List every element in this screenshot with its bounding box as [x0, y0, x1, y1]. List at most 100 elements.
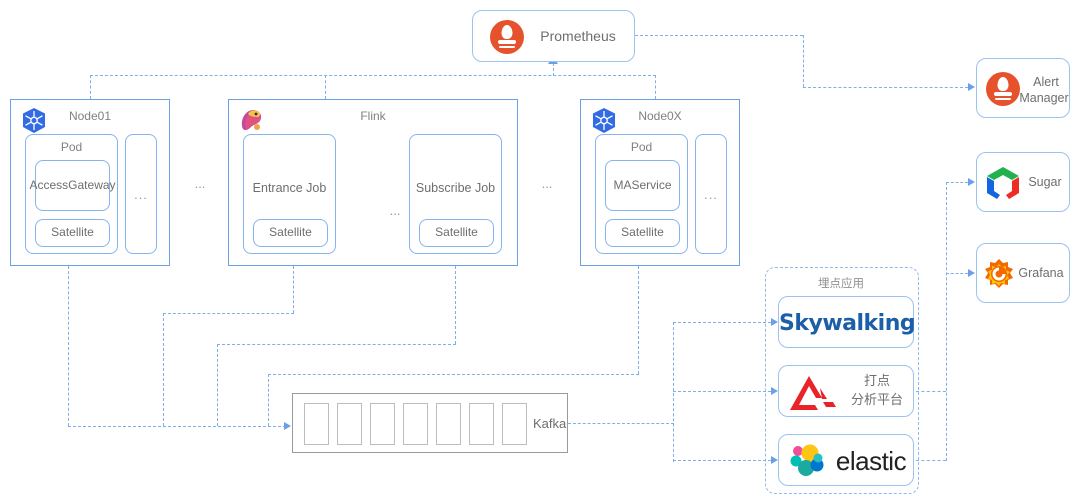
elastic-wordmark: elastic	[831, 444, 911, 478]
satellite-box-node0x[interactable]: Satellite	[605, 219, 680, 247]
elastic-label: elastic	[835, 445, 907, 476]
kafka-box[interactable]: Kafka	[292, 393, 568, 453]
sugar-label: Sugar	[1028, 175, 1062, 189]
pod-box-node0x[interactable]: Pod MA Service Satellite	[595, 134, 688, 254]
service-line2: Gateway	[68, 177, 116, 192]
analytics-platform-box[interactable]: 打点 分析平台	[778, 365, 914, 417]
analytics-platform-icon	[789, 374, 841, 412]
service-line1: MA	[613, 177, 632, 192]
job-box-subscribe[interactable]: Subscribe Job Satellite	[409, 134, 502, 254]
kubernetes-icon	[19, 106, 49, 136]
connector-to-analytics	[673, 391, 771, 392]
flink-squirrel-icon	[237, 105, 267, 135]
connector-dashboard-bus	[946, 182, 947, 461]
connector-sat-entrance-down	[293, 266, 294, 313]
service-label-access-gateway: Access Gateway	[29, 161, 115, 210]
pod-placeholder-node0x: ...	[695, 134, 727, 254]
alert-manager-box[interactable]: Alert Manager	[976, 58, 1070, 118]
service-label-ma-service: MA Service	[606, 161, 679, 210]
job-label-entrance: Entrance Job	[252, 181, 327, 195]
connector-prom-out	[635, 35, 803, 36]
arrow-elastic-in	[771, 456, 778, 464]
tracking-group-box	[765, 267, 919, 494]
skywalking-box[interactable]: Skywalking	[778, 296, 916, 348]
flink-box[interactable]: Flink Entrance Job Satellite ... Subscri…	[228, 99, 518, 266]
kafka-partition	[436, 403, 461, 445]
connector-prom-to-alert	[803, 87, 968, 88]
sugar-box[interactable]: Sugar	[976, 152, 1070, 212]
connector-node01-up	[90, 75, 91, 99]
connector-sat-node0x-left	[268, 374, 639, 375]
connector-sat-subscribe-left	[217, 344, 456, 345]
connector-to-sugar	[946, 182, 968, 183]
pod-placeholder-node01: ...	[125, 134, 157, 254]
ellipsis-inner-node01: ...	[134, 186, 148, 202]
prometheus-label: Prometheus	[540, 28, 616, 44]
connector-flink-up	[325, 75, 326, 99]
job-box-entrance[interactable]: Entrance Job Satellite	[243, 134, 336, 254]
service-line1: Access	[29, 177, 69, 192]
prometheus-icon	[985, 71, 1021, 107]
satellite-box-subscribe[interactable]: Satellite	[419, 219, 494, 247]
connector-tracking-bus	[673, 322, 674, 462]
service-box-ma-service[interactable]: MA Service	[605, 160, 680, 211]
connector-sat-subscribe-down	[455, 266, 456, 344]
satellite-box-entrance[interactable]: Satellite	[253, 219, 328, 247]
pod-box-node01[interactable]: Pod Access Gateway Satellite	[25, 134, 118, 254]
connector-prom-down	[803, 35, 804, 87]
connector-metrics-bus	[90, 75, 656, 76]
grafana-box[interactable]: Grafana	[976, 243, 1070, 303]
kafka-partition	[469, 403, 494, 445]
prometheus-icon	[489, 19, 525, 55]
connector-elastic-out	[916, 460, 946, 461]
node-title-node0x: Node0X	[638, 109, 682, 123]
prometheus-box[interactable]: Prometheus	[472, 10, 635, 62]
kafka-label: Kafka	[533, 416, 567, 431]
connector-to-elastic	[673, 460, 771, 461]
kafka-partition	[304, 403, 329, 445]
job-label-subscribe: Subscribe Job	[415, 181, 496, 195]
arrow-skywalking-in	[771, 318, 778, 326]
grafana-label: Grafana	[1018, 266, 1064, 280]
connector-node0x-up	[655, 75, 656, 99]
kafka-partition	[403, 403, 428, 445]
ellipsis-inner-node0x: ...	[704, 186, 718, 202]
service-box-access-gateway[interactable]: Access Gateway	[29, 160, 116, 211]
alert-manager-label-line2: Manager	[1019, 91, 1069, 105]
flink-title: Flink	[360, 109, 386, 123]
arrow-analytics-in	[771, 387, 778, 395]
pod-label-node01: Pod	[60, 140, 83, 154]
connector-kafka-out	[568, 423, 674, 424]
ellipsis-between-flink-node0x: ...	[541, 176, 553, 191]
connector-sat-node0x-down	[638, 266, 639, 374]
sugar-cube-icon	[984, 165, 1022, 201]
connector-sat-node01-right	[68, 426, 286, 427]
elastic-box[interactable]: elastic	[778, 434, 914, 486]
connector-sat-node0x-drop	[268, 374, 269, 426]
connector-sat-subscribe-drop	[217, 344, 218, 426]
satellite-box-node01[interactable]: Satellite	[35, 219, 110, 247]
connector-to-grafana	[946, 273, 968, 274]
connector-bus-to-prometheus	[553, 63, 554, 76]
kafka-partition	[370, 403, 395, 445]
arrow-alert-manager	[968, 83, 975, 91]
satellite-label: Satellite	[269, 225, 312, 240]
alert-manager-label-line1: Alert	[1033, 75, 1059, 89]
node-title-node01: Node01	[68, 109, 112, 123]
node-box-node0x[interactable]: Node0X Pod MA Service Satellite ...	[580, 99, 740, 266]
connector-sat-entrance-left	[163, 313, 294, 314]
arrow-sugar-in	[968, 178, 975, 186]
ellipsis-flink-jobs: ...	[389, 203, 401, 218]
arrow-kafka-in	[284, 422, 291, 430]
kubernetes-icon	[589, 106, 619, 136]
ellipsis-between-node01-flink: ...	[194, 176, 206, 191]
connector-sat-node01-down	[68, 266, 69, 426]
analytics-platform-label-line2: 分析平台	[850, 393, 903, 408]
kafka-partition	[502, 403, 527, 445]
elastic-icon	[789, 444, 827, 478]
satellite-label: Satellite	[51, 225, 94, 240]
analytics-platform-label-line1: 打点	[863, 374, 890, 389]
arrow-grafana-in	[968, 269, 975, 277]
node-box-node01[interactable]: Node01 Pod Access Gateway Satellite ...	[10, 99, 170, 266]
